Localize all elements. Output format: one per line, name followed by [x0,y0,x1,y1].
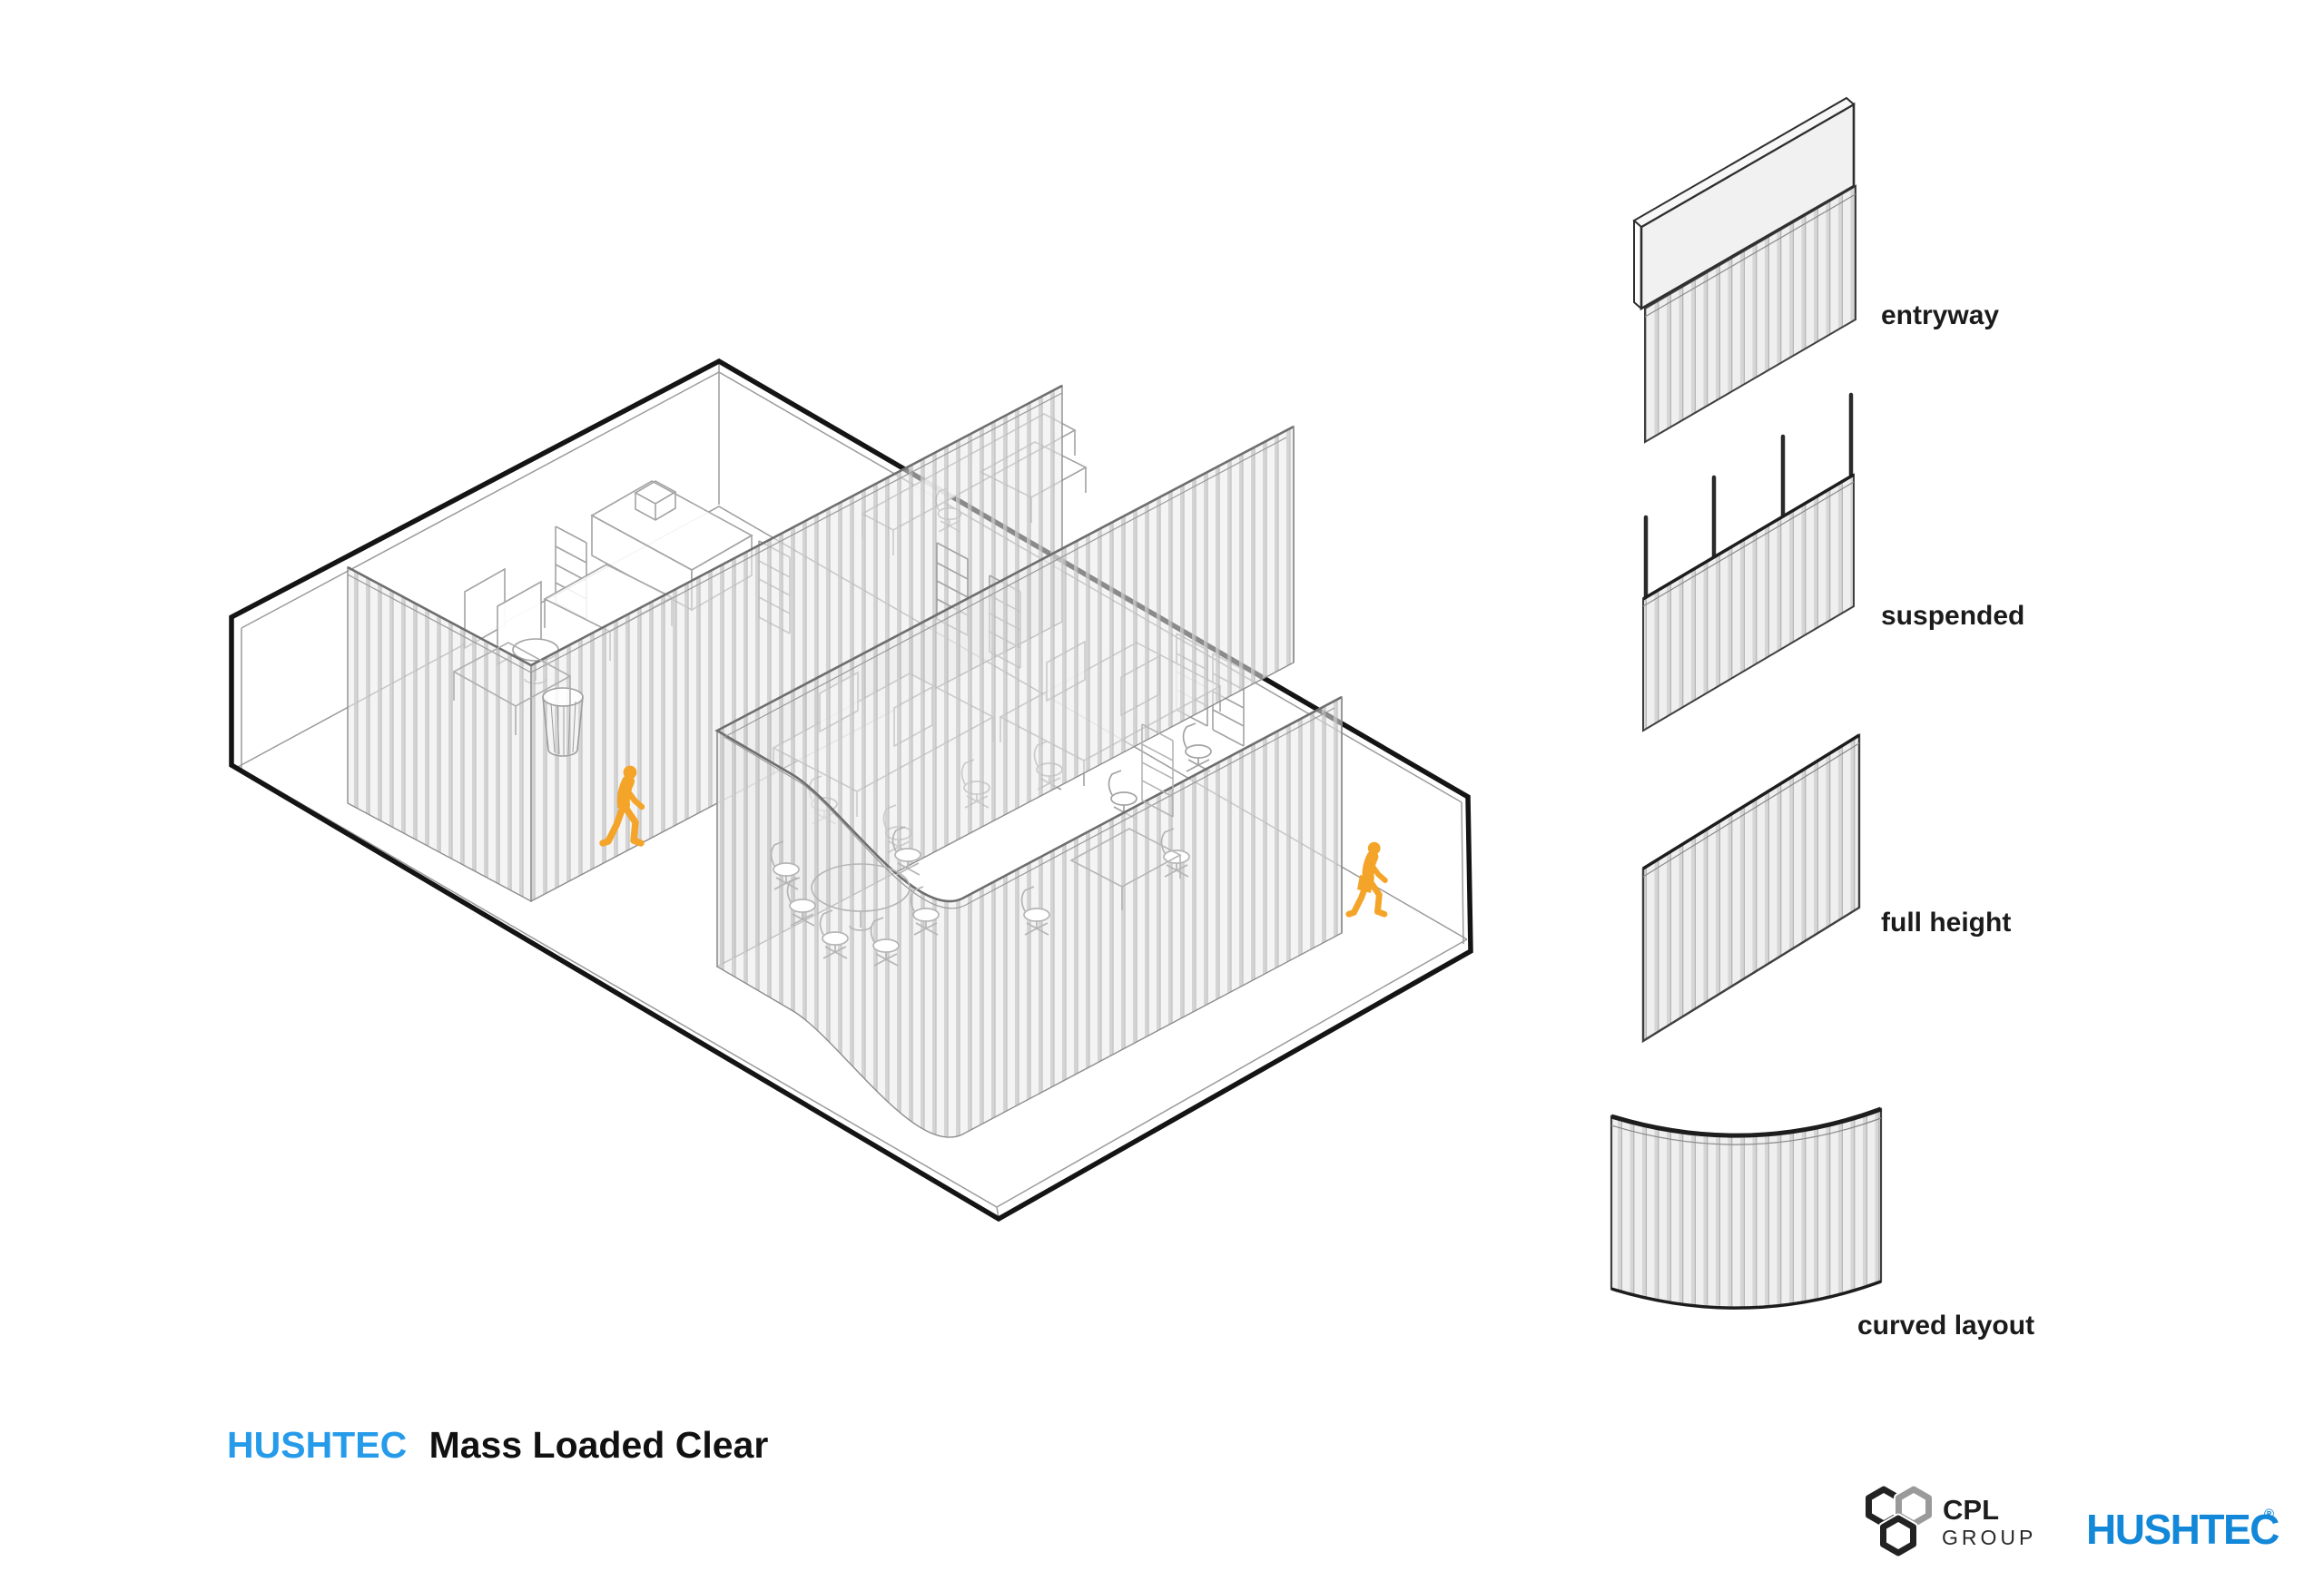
page-title-brand: HUSHTEC [227,1424,407,1466]
room-outer-boundary [229,358,1473,1223]
wall-type-suspended: suspended [1642,392,2024,732]
entryway-label: entryway [1881,300,1999,330]
meeting-table [811,863,911,931]
room2-through-wall-items [770,723,1190,967]
curtain-rail [714,425,1343,933]
office-chair [1182,722,1212,772]
cpl-sub: GROUP [1942,1526,2036,1549]
footer-logos: CPL GROUP HUSHTEC ® [1866,1484,2280,1558]
curved-layout-label: curved layout [1857,1311,2034,1341]
suspended-label: suspended [1881,601,2024,631]
wall-type-curved-layout: curved layout [1610,1106,2034,1341]
room1-foreground-items [452,642,584,757]
hushtec-logo: HUSHTEC ® [2086,1506,2280,1553]
trash-bin [542,687,584,757]
entryway-illustration [1632,96,1856,444]
cpl-name: CPL [1943,1494,1999,1526]
curtain-rail [347,384,1063,673]
full-height-label: full height [1881,908,2011,938]
room1-curtain-walls [347,384,1063,903]
cpl-hexagons-icon [1866,1484,1934,1558]
desk-through-wall [452,642,572,735]
suspended-illustration [1642,392,1855,732]
people [603,766,1385,915]
page-title: HUSHTEC Mass Loaded Clear [227,1424,768,1466]
walking-person-with-bag [1349,842,1385,914]
registered-mark: ® [2264,1507,2274,1522]
hushtec-wordmark: HUSHTEC [2086,1506,2279,1553]
isometric-room [229,358,1473,1223]
full-height-illustration [1641,732,1861,1044]
cpl-group-logo: CPL GROUP [1866,1484,2036,1558]
wall-type-legend: entryway suspended [1610,96,2034,1341]
wall-type-entryway: entryway [1632,96,1999,444]
curved-layout-illustration [1610,1106,1883,1310]
desk-through-wall [1069,828,1182,910]
wall-type-full-height: full height [1641,732,2011,1044]
page-title-product: Mass Loaded Clear [429,1424,769,1466]
